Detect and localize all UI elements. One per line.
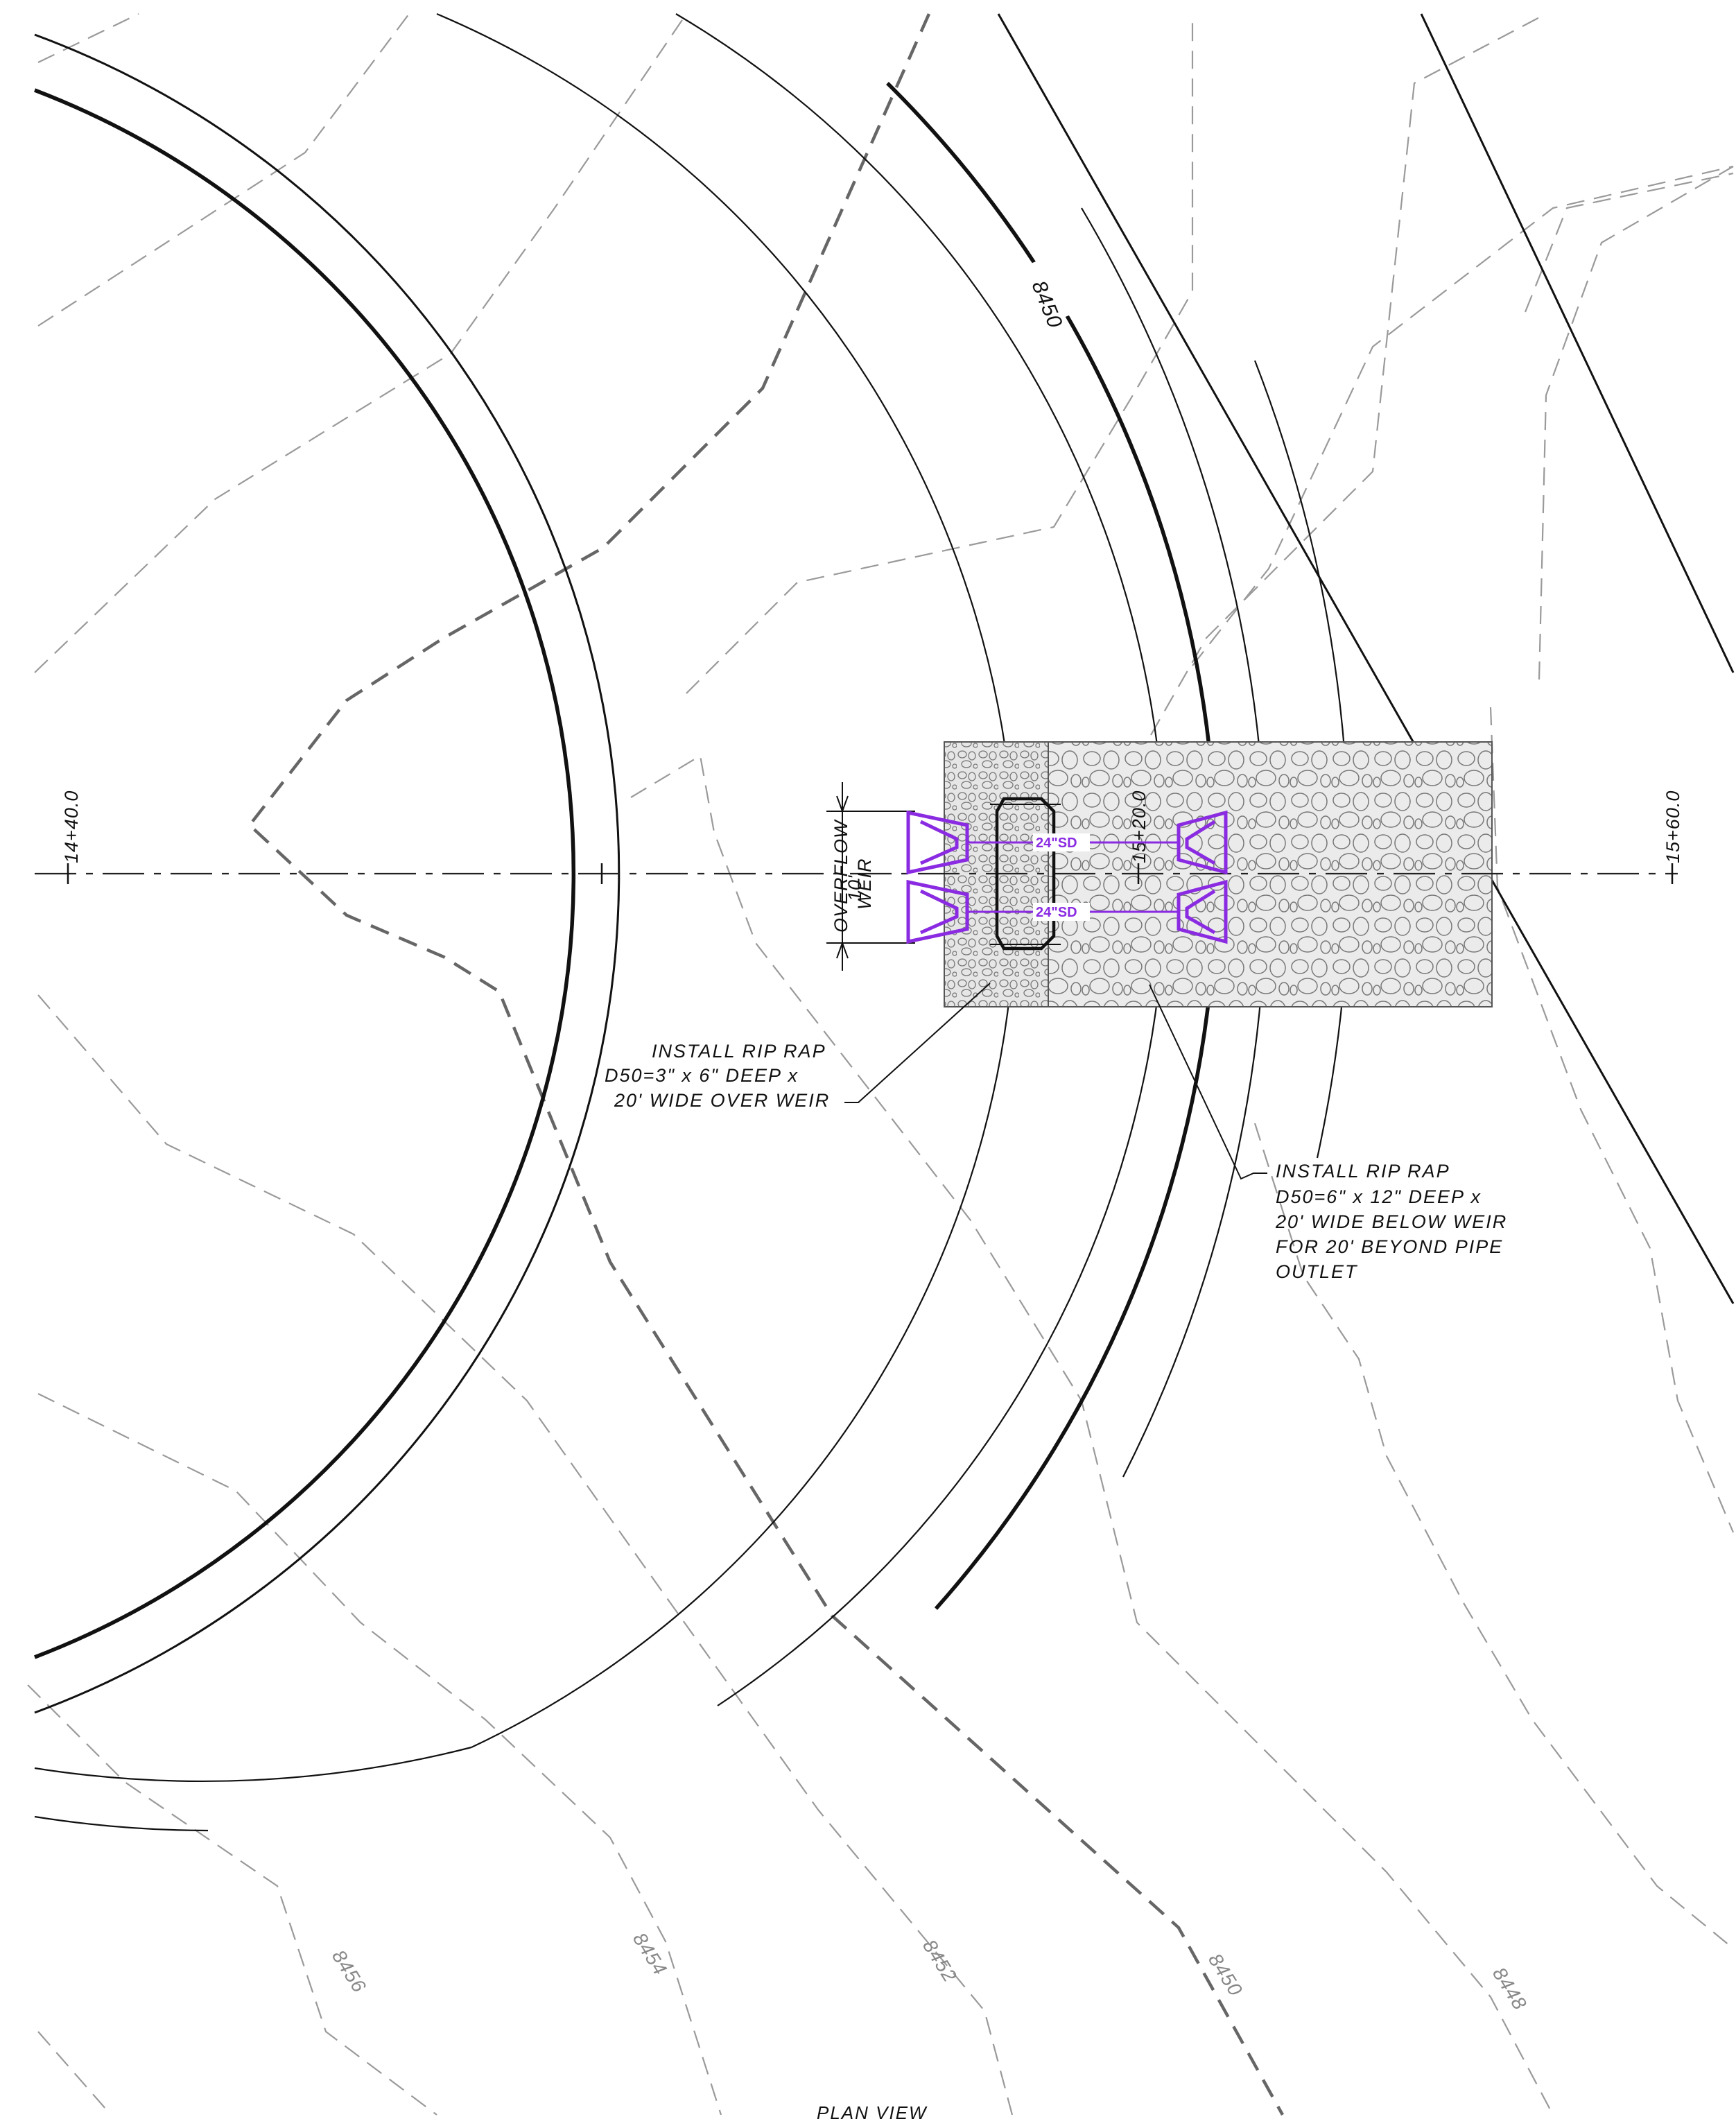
notes: INSTALL RIP RAP D50=3" x 6" DEEP x 20' W…: [605, 983, 1507, 1282]
existing-contour-a: [37, 13, 139, 63]
note-over-weir-line1: INSTALL RIP RAP: [652, 1041, 826, 1062]
existing-contour-b: [37, 13, 410, 327]
note-over-weir-line3: 20' WIDE OVER WEIR: [614, 1090, 830, 1111]
existing-contour-c: [34, 13, 687, 673]
existing-contour-n: [1524, 172, 1734, 313]
inlet-fes-2: [906, 879, 969, 944]
inlet-fes-1: [906, 810, 969, 875]
pond-arc-3: [436, 12, 1017, 1748]
note-below-weir-line5: OUTLET: [1276, 1261, 1358, 1282]
existing-contour-k: [1192, 165, 1734, 666]
contour-label-8450: 8450: [1204, 1950, 1247, 2000]
swale-line-1: [997, 13, 1735, 1304]
plan-view-title: PLAN VIEW: [817, 2102, 928, 2123]
station-right-label: 15+60.0: [1663, 790, 1683, 863]
overflow-weir: 10' OVERFLOW WEIR: [826, 782, 1061, 971]
weir-label-line1: OVERFLOW: [831, 819, 851, 933]
leader-below-weir: [1149, 984, 1267, 1180]
existing-contour-h: [686, 14, 1194, 694]
centerline: 14+40.0 15+20.0 15+60.0: [35, 790, 1683, 884]
existing-contour-f: [27, 1684, 437, 2116]
note-below-weir-line3: 20' WIDE BELOW WEIR: [1275, 1211, 1507, 1232]
leader-over-weir: [844, 983, 991, 1103]
note-below-weir-line2: D50=6" x 12" DEEP x: [1276, 1186, 1482, 1207]
pond-arc-6: [34, 1815, 209, 1832]
outlet-fes-1: [1177, 810, 1228, 875]
pipe-1-label: 24"SD: [1036, 836, 1077, 851]
contour-label-8454: 8454: [629, 1929, 671, 1980]
swale-line-2: [1420, 13, 1735, 673]
note-over-weir-line2: D50=3" x 6" DEEP x: [605, 1065, 799, 1086]
pond-bottom-arc: [34, 88, 575, 1659]
station-center-label: 15+20.0: [1129, 790, 1149, 863]
existing-contour-e: [37, 1393, 722, 2116]
existing-contour-l: [1253, 1123, 1734, 1949]
contour-label-8452: 8452: [919, 1936, 961, 1987]
contour-label-8456: 8456: [328, 1946, 370, 1997]
pipe-2-label: 24"SD: [1036, 905, 1077, 920]
existing-contour-o: [1538, 166, 1734, 680]
existing-contour-major: [247, 13, 1284, 2116]
existing-contour-j: [1150, 13, 1547, 736]
storm-drain-pipes: 24"SD 24"SD: [906, 810, 1228, 944]
note-below-weir-line4: FOR 20' BEYOND PIPE: [1276, 1236, 1503, 1257]
weir-outline: [995, 797, 1056, 951]
outlet-fes-2: [1177, 879, 1228, 944]
contour-labels: 8450 8456 8454 8452 8450 8448: [328, 255, 1531, 2014]
note-below-weir-line1: INSTALL RIP RAP: [1276, 1161, 1450, 1182]
existing-contour-m: [1489, 707, 1735, 1533]
station-left-label: 14+40.0: [61, 790, 82, 863]
pond-arc-5: [34, 1746, 472, 1782]
existing-contours: [27, 13, 1735, 2116]
existing-contour-g: [37, 2031, 112, 2116]
existing-contour-d: [37, 994, 1014, 2116]
weir-dimension: 10': [844, 875, 865, 901]
weir-label-line2: WEIR: [854, 858, 875, 910]
